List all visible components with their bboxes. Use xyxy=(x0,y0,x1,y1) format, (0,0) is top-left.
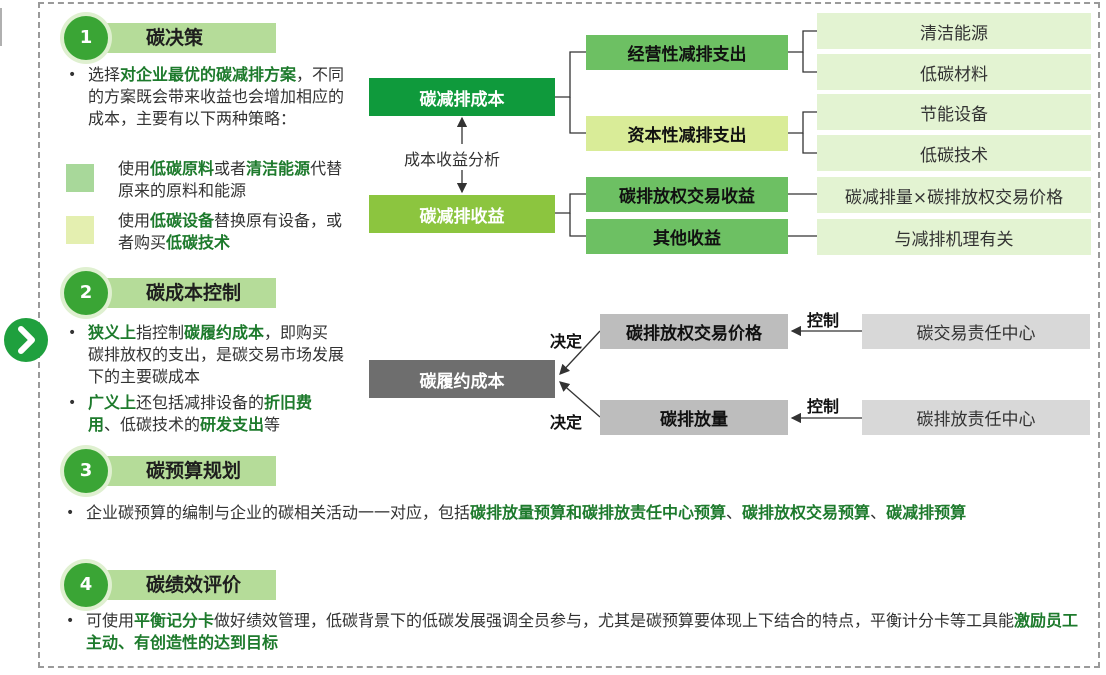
section-4-header: 碳绩效评价 xyxy=(76,570,276,600)
edge-marker xyxy=(0,8,14,46)
s1-paragraph: •选择对企业最优的碳减排方案，不同的方案既会带来收益也会增加相应的成本，主要有以… xyxy=(68,65,345,128)
s2-paragraph-1: •狭义上指控制碳履约成本，即购买碳排放权的支出，是碳交易市场发展下的主要碳成本 xyxy=(68,323,345,386)
control-label-top: 控制 xyxy=(807,311,840,330)
leaf-trade-formula: 碳减排量×碳排放权交易价格 xyxy=(817,177,1091,213)
s4-paragraph: •可使用平衡记分卡做好绩效管理，低碳背景下的低碳发展强调全员参与，尤其是碳预算要… xyxy=(66,611,1079,652)
s2-paragraph-2: •广义上还包括减排设备的折旧费用、低碳技术的研发支出等 xyxy=(68,393,313,434)
next-arrow-icon[interactable] xyxy=(4,318,48,362)
node-compliance-cost: 碳履约成本 xyxy=(369,360,555,398)
leaf-low-carbon-tech: 低碳技术 xyxy=(817,135,1091,171)
decide-label-bottom: 决定 xyxy=(550,413,583,432)
node-reduction-benefit: 碳减排收益 xyxy=(369,195,555,233)
node-operating-expenditure: 经营性减排支出 xyxy=(586,35,788,70)
node-allowance-price: 碳排放权交易价格 xyxy=(600,314,788,349)
section-4-number: 4 xyxy=(64,563,108,607)
node-capital-expenditure: 资本性减排支出 xyxy=(586,116,788,151)
node-reduction-cost: 碳减排成本 xyxy=(369,78,555,116)
leaf-energy-saving-equipment: 节能设备 xyxy=(817,94,1091,130)
s1-strategy-2: 使用低碳设备替换原有设备，或者购买低碳技术 xyxy=(118,211,343,252)
leaf-clean-energy: 清洁能源 xyxy=(817,13,1091,49)
node-trading-center: 碳交易责任中心 xyxy=(862,314,1090,349)
node-emission-volume: 碳排放量 xyxy=(600,400,788,435)
section-2-header: 碳成本控制 xyxy=(76,278,276,308)
node-emission-center: 碳排放责任中心 xyxy=(862,400,1090,435)
node-other-income: 其他收益 xyxy=(586,219,788,254)
decide-label-top: 决定 xyxy=(550,332,583,351)
leaf-other-note: 与减排机理有关 xyxy=(817,219,1091,255)
swatch-green xyxy=(66,164,94,192)
cost-benefit-analysis-label: 成本收益分析 xyxy=(404,150,501,169)
s1-strategy-1: 使用低碳原料或者清洁能源代替原来的原料和能源 xyxy=(118,159,343,200)
section-3-header: 碳预算规划 xyxy=(76,456,276,486)
section-3-number: 3 xyxy=(64,449,108,493)
leaf-low-carbon-material: 低碳材料 xyxy=(817,54,1091,90)
s3-paragraph: •企业碳预算的编制与企业的碳相关活动一一对应，包括碳排放量预算和碳排放责任中心预… xyxy=(66,503,967,522)
control-label-bottom: 控制 xyxy=(807,397,840,416)
section-1-header: 碳决策 xyxy=(76,23,276,53)
swatch-yellow xyxy=(66,216,94,244)
node-trading-income: 碳排放权交易收益 xyxy=(586,177,788,212)
section-2-number: 2 xyxy=(64,271,108,315)
section-1-number: 1 xyxy=(64,16,108,60)
